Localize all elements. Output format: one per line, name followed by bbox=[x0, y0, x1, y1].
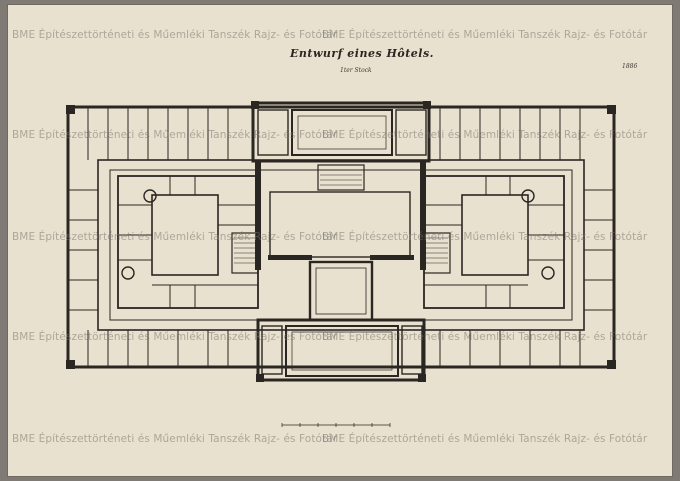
watermark: BME Építészettörténeti és Műemléki Tansz… bbox=[12, 129, 338, 141]
watermark: BME Építészettörténeti és Műemléki Tansz… bbox=[322, 331, 648, 343]
central-block-bottom bbox=[256, 318, 426, 382]
watermark: BME Építészettörténeti és Műemléki Tansz… bbox=[12, 331, 338, 343]
central-block-top bbox=[251, 101, 431, 163]
outer-wall bbox=[66, 105, 616, 369]
watermark: BME Építészettörténeti és Műemléki Tansz… bbox=[322, 129, 648, 141]
watermark: BME Építészettörténeti és Műemléki Tansz… bbox=[322, 433, 648, 445]
top-salon bbox=[291, 109, 393, 156]
watermark: BME Építészettörténeti és Műemléki Tansz… bbox=[12, 231, 338, 243]
drawing-level: 1ter Stock bbox=[340, 67, 372, 74]
corridor-outer bbox=[97, 159, 585, 331]
watermark: BME Építészettörténeti és Műemléki Tansz… bbox=[12, 29, 338, 41]
central-hall bbox=[269, 191, 411, 258]
sheet-number: 1886 bbox=[622, 63, 638, 70]
watermark: BME Építészettörténeti és Műemléki Tansz… bbox=[322, 231, 648, 243]
bottom-salon bbox=[285, 325, 399, 377]
central-salon bbox=[308, 260, 374, 322]
drawing-title: Entwurf eines Hôtels. bbox=[290, 47, 434, 60]
watermark: BME Építészettörténeti és Műemléki Tansz… bbox=[12, 433, 338, 445]
scale-bar bbox=[281, 423, 391, 427]
watermark: BME Építészettörténeti és Műemléki Tansz… bbox=[322, 29, 648, 41]
